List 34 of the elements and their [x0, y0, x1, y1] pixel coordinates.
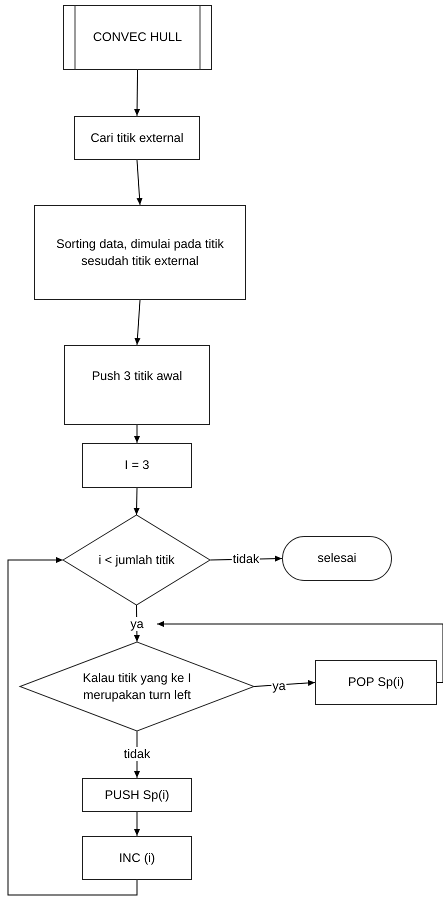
- process-box: [82, 778, 192, 812]
- process-text: POP Sp(i): [348, 674, 404, 691]
- predefined-process-box: [63, 5, 212, 70]
- arrow: [134, 424, 140, 444]
- decision-diamond: [63, 515, 210, 605]
- decision-text: i < jumlah titik: [98, 552, 175, 568]
- decision-diamond: [20, 642, 254, 731]
- process-text: CONVEC HULL: [93, 29, 182, 46]
- arrow: [134, 812, 140, 836]
- process-box: [82, 836, 192, 880]
- arrow: [8, 557, 138, 896]
- arrow: [134, 604, 140, 642]
- process-text: Sorting data, dimulai pada titik sesudah titik external: [55, 236, 225, 269]
- process-box: [34, 205, 246, 300]
- process-text: I = 3: [124, 457, 150, 474]
- process-box: [64, 345, 210, 425]
- arrow: [156, 621, 443, 683]
- terminator-box: [282, 536, 392, 581]
- edge-label: ya: [129, 617, 145, 631]
- arrow: [134, 300, 140, 346]
- process-text: PUSH Sp(i): [104, 786, 170, 804]
- terminator-text: selesai: [318, 550, 356, 567]
- process-text: INC (i): [118, 850, 156, 866]
- edge-label: tidak: [232, 552, 260, 566]
- arrow: [134, 488, 140, 516]
- edge-label: tidak: [122, 747, 152, 761]
- process-box: [82, 443, 192, 488]
- process-text: Cari titik external: [90, 130, 184, 146]
- process-box: [74, 116, 200, 160]
- process-box: [315, 660, 437, 705]
- arrow: [134, 70, 140, 116]
- decision-text: Kalau titik yang ke I merupakan turn left: [82, 670, 192, 703]
- arrow: [136, 160, 143, 206]
- process-text: Push 3 titik awal: [92, 368, 182, 384]
